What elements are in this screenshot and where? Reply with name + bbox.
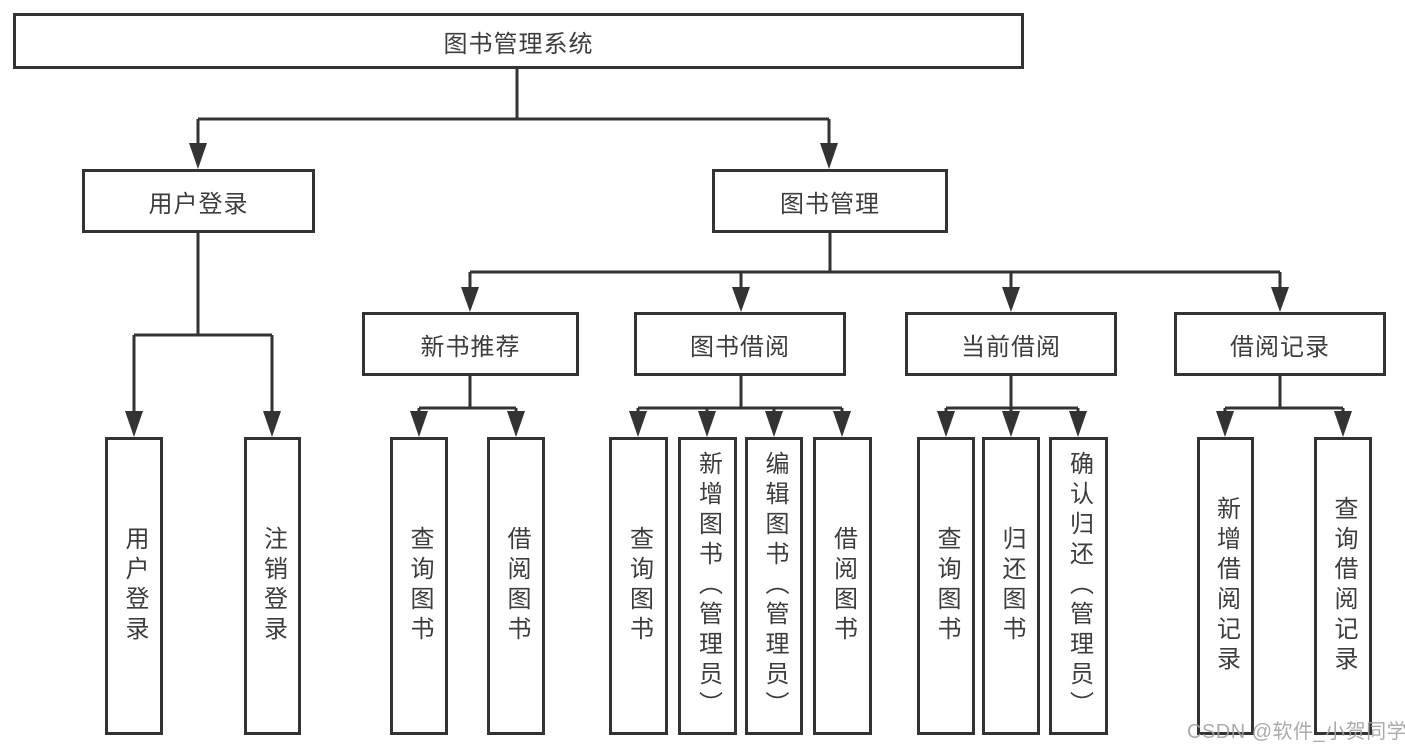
node-label: 查询图书 — [406, 526, 433, 646]
node-label: 图书管理系统 — [443, 30, 594, 58]
node-label: 新书推荐 — [420, 333, 521, 361]
leaf-add-books-admin: 新增图书（管理员） — [678, 437, 737, 735]
leaf-confirm-return-admin: 确认归还（管理员） — [1049, 437, 1108, 735]
leaf-query-books-borrow: 查询图书 — [609, 437, 668, 735]
node-borrow-records: 借阅记录 — [1174, 312, 1386, 376]
leaf-query-borrow-record: 查询借阅记录 — [1314, 437, 1372, 735]
leaf-query-books-newbook: 查询图书 — [390, 437, 448, 735]
connector-newbook-to-leaves — [410, 376, 525, 437]
node-current-borrow: 当前借阅 — [905, 312, 1117, 376]
watermark-text: CSDN @软件_小贺同学 — [1187, 721, 1405, 743]
node-label: 新增图书（管理员） — [694, 451, 722, 721]
node-label: 查询图书 — [933, 526, 960, 646]
node-label: 图书管理 — [780, 190, 880, 218]
node-label: 查询图书 — [625, 526, 653, 646]
node-book-borrow: 图书借阅 — [634, 312, 846, 376]
node-label: 新增借阅记录 — [1212, 496, 1240, 676]
leaf-edit-books-admin: 编辑图书（管理员） — [745, 437, 803, 735]
node-label: 查询借阅记录 — [1330, 496, 1357, 676]
leaf-add-borrow-record: 新增借阅记录 — [1197, 437, 1254, 735]
node-label: 确认归还（管理员） — [1065, 451, 1093, 721]
connector-root-to-level2 — [189, 69, 838, 169]
node-label: 借阅记录 — [1230, 333, 1330, 361]
leaf-user-login: 用户登录 — [105, 437, 163, 735]
node-label: 当前借阅 — [961, 333, 1061, 361]
connector-bookmgmt-to-level3 — [461, 233, 1289, 312]
leaf-borrow-books-newbook: 借阅图书 — [487, 437, 545, 735]
connector-userlogin-to-leaves — [125, 233, 281, 437]
node-label: 借阅图书 — [829, 526, 857, 646]
node-label: 编辑图书（管理员） — [761, 451, 788, 721]
node-label: 用户登录 — [121, 526, 148, 646]
node-library-system: 图书管理系统 — [13, 13, 1024, 69]
connector-borrowrecord-to-leaves — [1216, 376, 1352, 437]
connector-currentborrow-to-leaves — [937, 376, 1087, 437]
leaf-return-books: 归还图书 — [982, 437, 1040, 735]
leaf-borrow-books-borrow: 借阅图书 — [813, 437, 872, 735]
node-label: 归还图书 — [998, 526, 1025, 646]
connector-bookborrow-to-leaves — [629, 376, 851, 437]
node-label: 用户登录 — [148, 190, 249, 218]
leaf-query-books-current: 查询图书 — [917, 437, 975, 735]
node-user-login: 用户登录 — [82, 169, 315, 233]
node-label: 借阅图书 — [503, 526, 530, 646]
node-label: 注销登录 — [259, 526, 287, 646]
node-book-management: 图书管理 — [712, 169, 948, 233]
leaf-logout: 注销登录 — [244, 437, 301, 735]
node-label: 图书借阅 — [690, 333, 790, 361]
node-new-book-recommend: 新书推荐 — [362, 312, 579, 376]
